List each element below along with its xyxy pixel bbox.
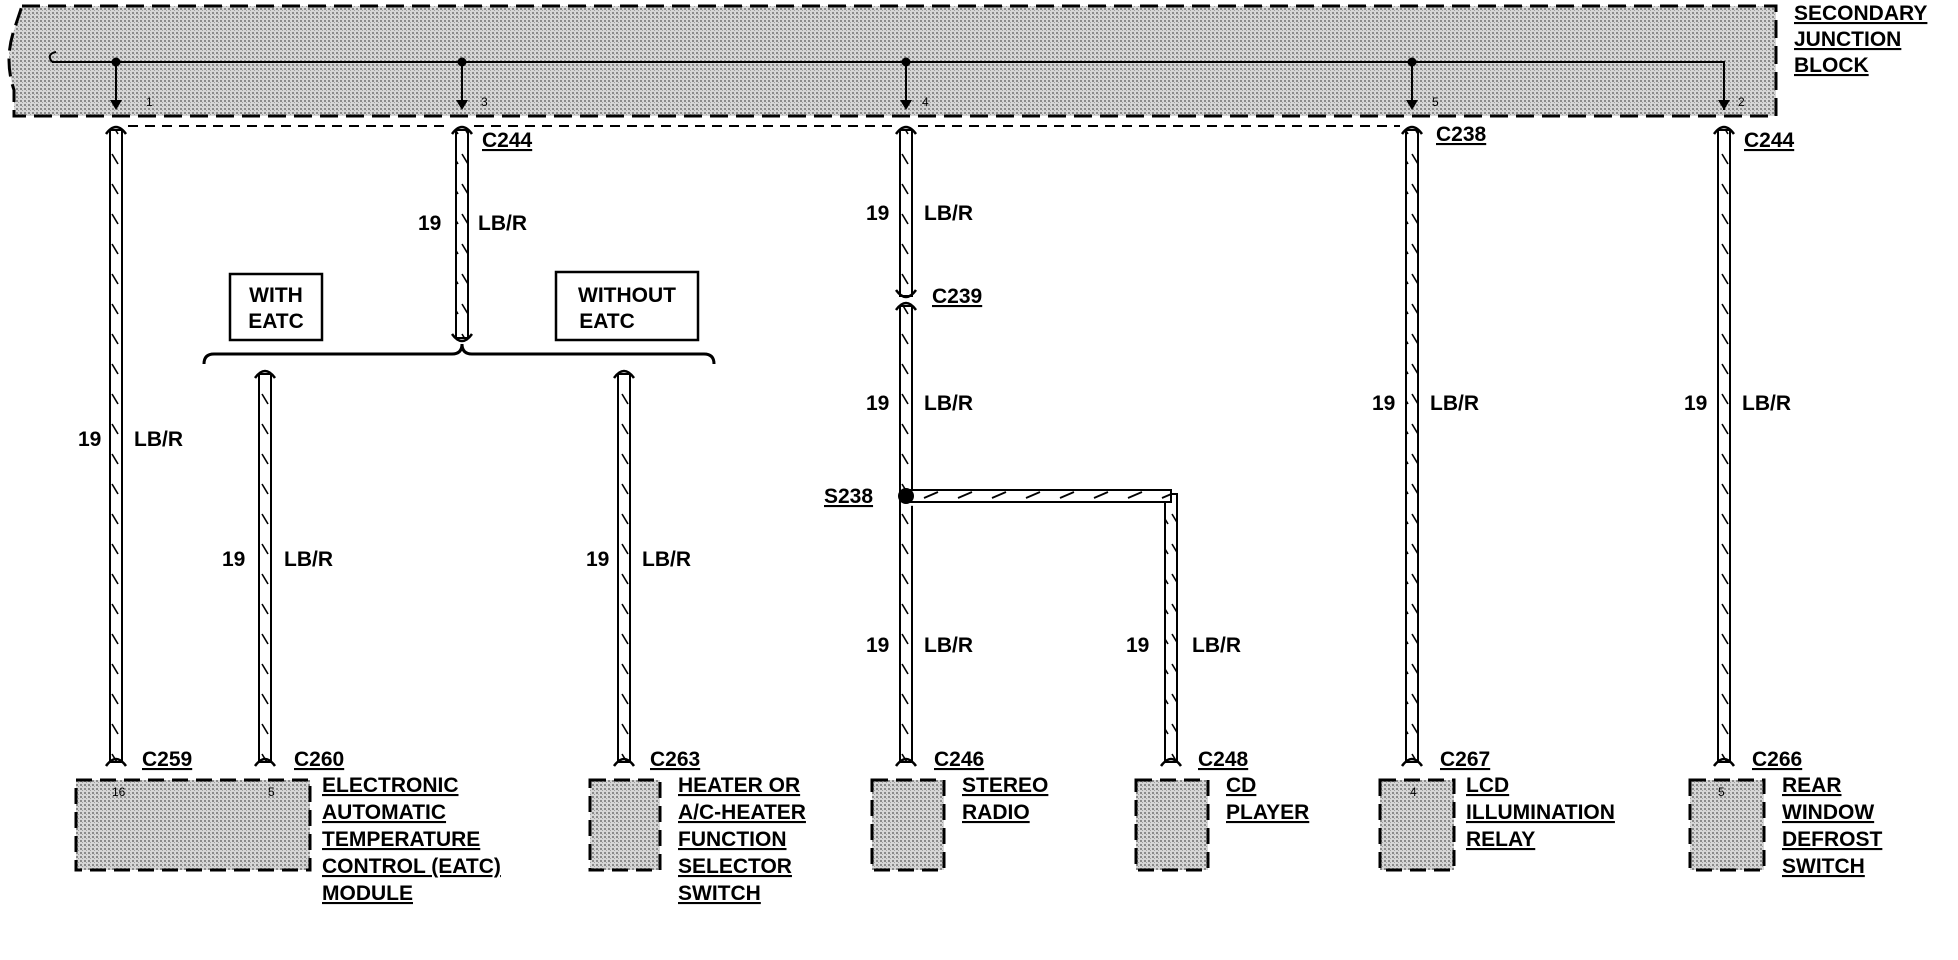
pin-5: 5 bbox=[268, 785, 275, 799]
eatc-label-line-3: TEMPERATURE bbox=[322, 828, 480, 851]
jb-pin-5: 5 bbox=[1432, 95, 1439, 109]
wire-gauge: 19 bbox=[1684, 392, 1707, 415]
splice-s238-label: S238 bbox=[824, 485, 873, 508]
connector-c248: C248 bbox=[1198, 748, 1249, 771]
option-without-line-2: EATC bbox=[579, 310, 635, 333]
eatc-label-line-2: AUTOMATIC bbox=[322, 801, 446, 824]
radio-label-line-1: STEREO bbox=[962, 774, 1048, 797]
eatc-label-line-5: MODULE bbox=[322, 882, 413, 905]
wire-color: LB/R bbox=[924, 202, 973, 225]
connector-c238: C238 bbox=[1436, 123, 1487, 146]
cd-label-line-2: PLAYER bbox=[1226, 801, 1309, 824]
pin-4: 4 bbox=[1410, 785, 1417, 799]
connector-c239: C239 bbox=[932, 285, 982, 308]
jb-pin-3: 3 bbox=[481, 95, 488, 109]
component-eatc-module: C259 C260 16 5 ELECTRONIC AUTOMATIC TEMP… bbox=[74, 748, 501, 905]
wire-color: LB/R bbox=[478, 212, 527, 235]
lcd-label-line-2: ILLUMINATION bbox=[1466, 801, 1615, 824]
connector-c244-right: C244 bbox=[1744, 129, 1795, 152]
jb-label-line-2: JUNCTION bbox=[1794, 28, 1901, 51]
option-with-eatc: WITH EATC bbox=[228, 272, 324, 342]
lcd-label-line-1: LCD bbox=[1466, 774, 1509, 797]
wire-gauge: 19 bbox=[1126, 634, 1149, 657]
wire-color: LB/R bbox=[642, 548, 691, 571]
component-rear-defrost-switch: C266 5 REAR WINDOW DEFROST SWITCH bbox=[1688, 748, 1883, 878]
connector-c266: C266 bbox=[1752, 748, 1802, 771]
pin-16: 16 bbox=[112, 785, 126, 799]
jb-label-line-3: BLOCK bbox=[1794, 54, 1869, 77]
radio-label-line-2: RADIO bbox=[962, 801, 1030, 824]
secondary-junction-block: 1 3 4 5 2 SECONDARY JUNCTION BLOCK bbox=[7, 2, 1927, 118]
connector-c244-left: C244 bbox=[482, 129, 533, 152]
option-without-eatc: WITHOUT EATC bbox=[554, 270, 700, 342]
lcd-label-line-3: RELAY bbox=[1466, 828, 1535, 851]
heater-label-line-3: FUNCTION bbox=[678, 828, 787, 851]
wire-color: LB/R bbox=[134, 428, 183, 451]
wire-color: LB/R bbox=[924, 392, 973, 415]
component-cd-player: C248 CD PLAYER bbox=[1134, 748, 1309, 872]
wire-labels: 19 LB/R 19 LB/R 19 LB/R 19 LB/R 19 LB/R … bbox=[78, 202, 1791, 657]
option-with-line-2: EATC bbox=[248, 310, 304, 333]
pin-5: 5 bbox=[1718, 785, 1725, 799]
wire-gauge: 19 bbox=[866, 202, 889, 225]
wire-gauge: 19 bbox=[78, 428, 101, 451]
component-stereo-radio: C246 STEREO RADIO bbox=[870, 748, 1048, 872]
component-lcd-illumination-relay: C267 4 LCD ILLUMINATION RELAY bbox=[1378, 748, 1615, 872]
defrost-label-line-4: SWITCH bbox=[1782, 855, 1865, 878]
connector-c267: C267 bbox=[1440, 748, 1490, 771]
connector-c246: C246 bbox=[934, 748, 984, 771]
heater-label-line-4: SELECTOR bbox=[678, 855, 792, 878]
defrost-label-line-2: WINDOW bbox=[1782, 801, 1874, 824]
defrost-label-line-3: DEFROST bbox=[1782, 828, 1883, 851]
option-with-line-1: WITH bbox=[249, 284, 303, 307]
wire-color: LB/R bbox=[284, 548, 333, 571]
wire-color: LB/R bbox=[1192, 634, 1241, 657]
wire-gauge: 19 bbox=[1372, 392, 1395, 415]
wire-gauge: 19 bbox=[418, 212, 441, 235]
wire-gauge: 19 bbox=[866, 634, 889, 657]
eatc-label-line-4: CONTROL (EATC) bbox=[322, 855, 501, 878]
option-without-line-1: WITHOUT bbox=[578, 284, 676, 307]
jb-pin-2: 2 bbox=[1738, 95, 1745, 109]
wire-gauge: 19 bbox=[866, 392, 889, 415]
heater-label-line-2: A/C-HEATER bbox=[678, 801, 806, 824]
wire-gauge: 19 bbox=[586, 548, 609, 571]
wire-color: LB/R bbox=[1742, 392, 1791, 415]
wire-color: LB/R bbox=[924, 634, 973, 657]
jb-pin-1: 1 bbox=[146, 95, 153, 109]
heater-label-line-1: HEATER OR bbox=[678, 774, 800, 797]
connector-c259: C259 bbox=[142, 748, 192, 771]
connector-c260: C260 bbox=[294, 748, 344, 771]
jb-label-line-1: SECONDARY bbox=[1794, 2, 1927, 25]
wires bbox=[104, 125, 1736, 767]
component-heater-selector-switch: C263 HEATER OR A/C-HEATER FUNCTION SELEC… bbox=[588, 748, 806, 905]
wire-gauge: 19 bbox=[222, 548, 245, 571]
wire-color: LB/R bbox=[1430, 392, 1479, 415]
splice-s238 bbox=[898, 488, 914, 504]
cd-label-line-1: CD bbox=[1226, 774, 1256, 797]
jb-pin-4: 4 bbox=[922, 95, 929, 109]
heater-label-line-5: SWITCH bbox=[678, 882, 761, 905]
defrost-label-line-1: REAR bbox=[1782, 774, 1842, 797]
eatc-label-line-1: ELECTRONIC bbox=[322, 774, 459, 797]
connector-c263: C263 bbox=[650, 748, 700, 771]
